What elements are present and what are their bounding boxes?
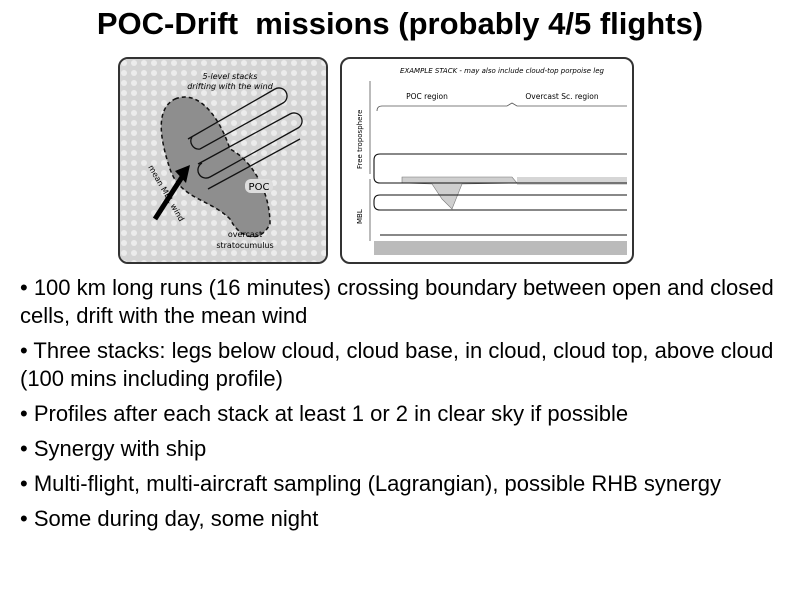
- bullet-item: • 100 km long runs (16 minutes) crossing…: [20, 275, 774, 328]
- svg-text:POC: POC: [249, 182, 270, 193]
- svg-text:Overcast Sc. region: Overcast Sc. region: [525, 92, 598, 101]
- bullet-item: • Profiles after each stack at least 1 o…: [20, 401, 629, 426]
- bullet-list: • 100 km long runs (16 minutes) crossing…: [20, 274, 790, 540]
- svg-text:5-level stacks: 5-level stacks: [203, 72, 258, 81]
- bullet-item: • Three stacks: legs below cloud, cloud …: [20, 338, 774, 391]
- bullet-item: • Synergy with ship: [20, 436, 207, 461]
- slide-title: POC-Drift missions (probably 4/5 flights…: [96, 6, 704, 41]
- svg-text:MBL: MBL: [356, 209, 364, 224]
- poc-map-figure: 5-level stacks drifting with the wind PO…: [118, 57, 328, 264]
- svg-text:overcast: overcast: [228, 230, 262, 239]
- ocean-surface: [374, 241, 627, 255]
- poc-region-shape: [160, 96, 271, 238]
- svg-text:Free troposphere: Free troposphere: [356, 110, 364, 169]
- stack-flight-legs: [373, 153, 627, 236]
- bullet-item: • Some during day, some night: [20, 506, 319, 531]
- svg-text:POC region: POC region: [406, 92, 448, 101]
- svg-text:EXAMPLE STACK - may also inclu: EXAMPLE STACK - may also include cloud-t…: [400, 67, 604, 75]
- svg-text:stratocumulus: stratocumulus: [216, 241, 273, 250]
- flight-track-loops: [187, 87, 303, 190]
- wind-arrow-icon: [152, 175, 185, 221]
- svg-text:drifting with the wind: drifting with the wind: [187, 82, 273, 91]
- example-stack-figure: EXAMPLE STACK - may also include cloud-t…: [340, 57, 634, 264]
- bullet-item: • Multi-flight, multi-aircraft sampling …: [20, 471, 721, 496]
